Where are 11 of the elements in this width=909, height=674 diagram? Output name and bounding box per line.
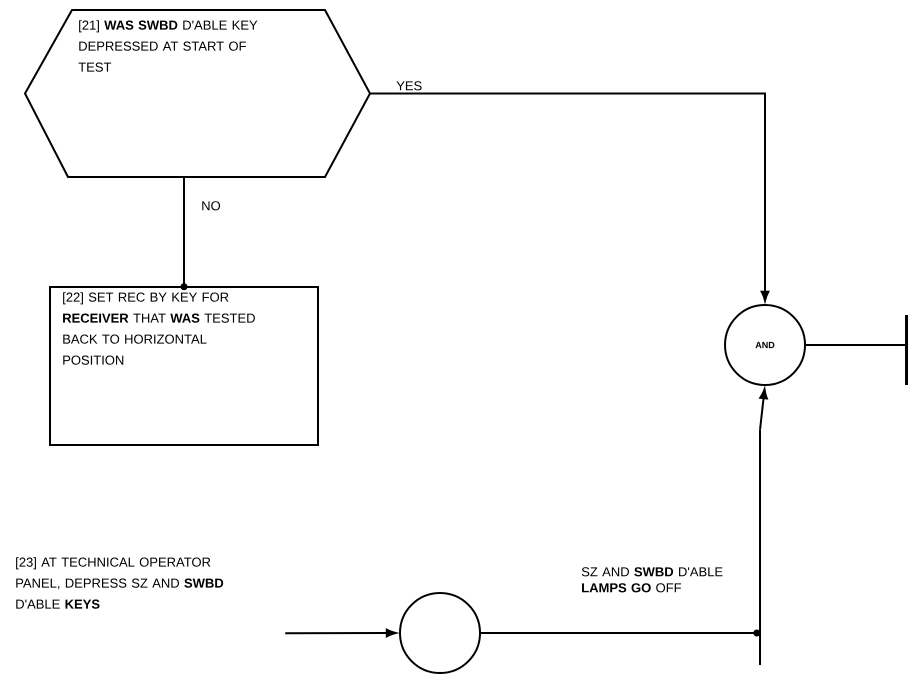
circle-symbol <box>399 592 481 674</box>
connector-arrow <box>180 177 188 290</box>
connector-arrow <box>480 630 760 636</box>
edge-label: NO <box>202 201 220 210</box>
edge-label: YES <box>396 81 422 90</box>
edge-label: SZ AND SWBD D'ABLE LAMPS GO OFF <box>582 567 723 592</box>
process-box: [22] SET REC BY KEY FOR RECEIVER THAT WAS TESTED BACK TO HORIZONTAL POSITION <box>49 286 319 446</box>
step-text: [23] AT TECHNICAL OPERATOR PANEL, DEPRESS SZ AND SWBD D'ABLE KEYS <box>16 557 224 609</box>
connector-arrow <box>285 628 396 638</box>
connector-arrow <box>759 388 768 430</box>
connector-arrow <box>370 92 770 302</box>
